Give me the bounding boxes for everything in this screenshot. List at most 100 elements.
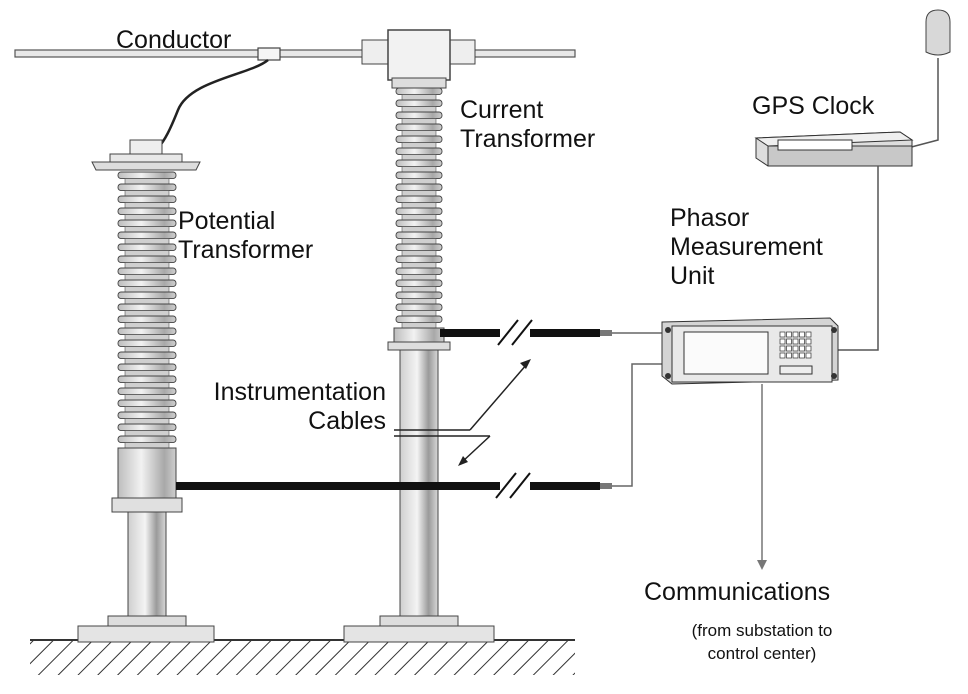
insulator-core [124,226,170,233]
instrumentation-cables-label-line2: Cables [308,406,386,435]
pmu-label: Phasor Measurement Unit [670,204,823,290]
pmu-keypad-key [792,352,799,359]
conductor-label: Conductor [116,26,232,54]
pmu-keypad-key [805,331,812,338]
pmu-keypad-key [799,352,805,359]
current-transformer-label-line1: Current [460,96,544,124]
insulator-core [124,298,170,305]
insulator-fin [395,135,443,144]
insulator-fin [117,243,177,252]
insulator-fin [395,255,443,264]
insulator-fin [117,267,177,276]
insulator-fin [117,435,177,444]
insulator-core [124,382,170,389]
insulator-fin [117,291,177,300]
gps-clock-label: GPS Clock [752,92,875,120]
insulator-core [124,346,170,353]
insulator-core [401,142,437,149]
insulator-fin [117,315,177,324]
insulator-core [124,262,170,269]
insulator-core [124,334,170,341]
insulator-fin [395,267,443,276]
insulator-core [124,442,170,449]
insulator-fin [117,423,177,432]
insulator-fin [117,351,177,360]
insulator-core [401,130,437,137]
pmu-label-line3: Unit [670,261,715,290]
insulator-fin [117,231,177,240]
gps-antenna [899,9,951,151]
insulator-core [401,190,437,197]
pmu-keypad-key [792,345,799,352]
insulator-core [401,118,437,125]
instrumentation-cables-label-line1: Instrumentation [213,378,386,406]
insulator-fin [117,327,177,336]
insulator-core [401,106,437,113]
phasor-measurement-unit [661,317,839,570]
communications-note-line1: (from substation to [691,621,833,640]
insulator-core [124,238,170,245]
insulator-fin [117,411,177,420]
insulator-fin [395,231,443,240]
insulator-fin [117,279,177,288]
insulator-fin [395,183,443,192]
gps-clock-unit [754,131,914,351]
insulator-fin [395,87,443,96]
insulator-core [401,298,437,305]
insulator-core [124,286,170,293]
insulator-core [401,286,437,293]
pmu-keypad-key [786,331,792,338]
insulator-core [401,214,437,221]
pmu-keypad-key [799,345,805,352]
insulator-core [124,178,170,185]
pmu-keypad-key [805,352,812,359]
insulator-core [124,274,170,281]
insulator-fin [395,279,443,288]
insulator-fin [395,303,443,312]
pmu-keypad-key [805,345,812,352]
insulator-core [124,250,170,257]
insulator-core [124,202,170,209]
insulator-fin [395,219,443,228]
pmu-keypad-key [792,331,799,338]
pmu-label-line2: Measurement [670,232,823,261]
insulator-core [401,202,437,209]
pmu-label-line1: Phasor [670,204,750,232]
insulator-fin [117,375,177,384]
insulator-fin [395,171,443,180]
insulator-fin [117,171,177,180]
potential-transformer [77,139,215,643]
pmu-keypad-key [786,345,792,352]
instrumentation-cable-upper [440,319,668,346]
insulator-core [124,310,170,317]
insulator-core [401,226,437,233]
insulator-core [401,262,437,269]
insulator-fin [117,207,177,216]
insulator-fin [395,243,443,252]
insulator-fin [117,387,177,396]
insulator-core [124,214,170,221]
communications-label: Communications [644,578,831,606]
insulator-fin [395,111,443,120]
instrumentation-cable-lower [176,363,668,499]
insulator-core [124,190,170,197]
insulator-core [401,274,437,281]
pmu-keypad-key [799,331,805,338]
pmu-keypad-key [779,331,786,338]
pmu-keypad-key [786,352,792,359]
insulator-core [124,370,170,377]
communications-note-line2: control center) [707,643,817,663]
insulator-core [124,430,170,437]
insulator-fin [117,363,177,372]
insulator-core [401,322,437,329]
insulator-fin [395,159,443,168]
pmu-keypad-key [779,345,786,352]
insulator-fin [117,339,177,348]
insulator-fin [395,291,443,300]
insulator-fin [395,195,443,204]
pmu-keypad-key [799,338,805,345]
insulator-fin [117,399,177,408]
insulator-fin [117,219,177,228]
instrumentation-cables-label: Instrumentation Cables [176,378,386,436]
